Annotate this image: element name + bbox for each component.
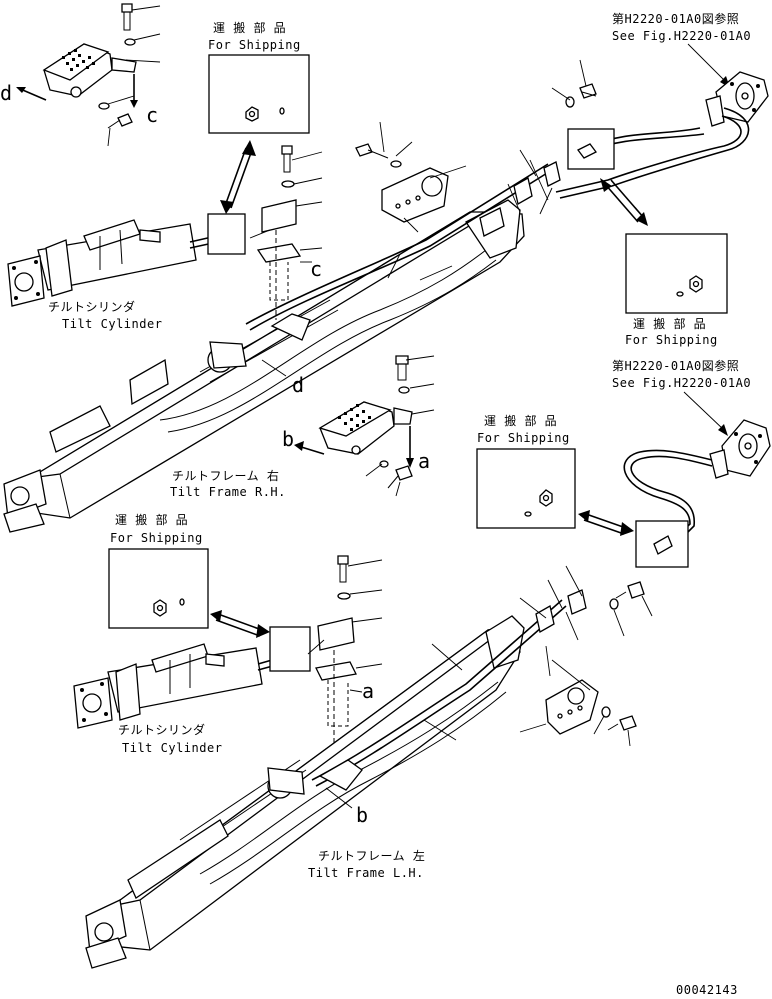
shipping-box-right: 運 搬 部 品 For Shipping <box>625 233 728 347</box>
ship-right-en: For Shipping <box>625 333 718 347</box>
tilt-cyl-top-jp: チルトシリンダ <box>48 299 136 314</box>
detail-letter-b-bot: b <box>356 803 368 827</box>
detail-letter-b-mid: b <box>282 427 294 451</box>
detail-letter-c-top: c <box>146 103 158 127</box>
tilt-frame-rh-en: Tilt Frame R.H. <box>170 485 286 499</box>
detail-letter-d-mid: d <box>292 373 304 397</box>
double-arrow-left <box>210 610 270 638</box>
clamp-bracket-top <box>355 59 597 233</box>
tilt-cyl-bot-en: Tilt Cylinder <box>122 741 222 755</box>
double-arrow-top <box>220 140 256 214</box>
shipping-box-frame <box>208 54 310 134</box>
hose-detail-box-cyl-bottom <box>269 626 311 672</box>
ref-top-jp: 第H2220-01A0図参照 <box>612 11 739 26</box>
ship-left-jp: 運 搬 部 品 <box>115 512 188 527</box>
washer-icon <box>279 107 285 115</box>
tilt-cyl-bot-jp: チルトシリンダ <box>118 722 206 737</box>
ref-mid-jp: 第H2220-01A0図参照 <box>612 358 739 373</box>
ref-top-en: See Fig.H2220-01A0 <box>612 29 751 43</box>
shipping-box-left: 運 搬 部 品 For Shipping <box>108 512 209 629</box>
detail-letter-a-mid: a <box>418 449 430 473</box>
shipping-box-top: 運 搬 部 品 For Shipping <box>208 20 310 134</box>
shipping-box-mid: 運 搬 部 品 For Shipping <box>476 413 576 529</box>
double-arrow-mid-right <box>578 510 634 536</box>
ship-mid-en: For Shipping <box>477 431 570 445</box>
tilt-frame-rh-jp: チルトフレーム 右 <box>172 468 279 483</box>
ship-left-en: For Shipping <box>110 531 203 545</box>
clamp-assembly-bottom: a <box>307 555 383 750</box>
tilt-frame-lh-jp: チルトフレーム 左 <box>318 848 425 863</box>
clamp-assembly-top: c <box>249 145 323 341</box>
step-pad-detail-mid: b a <box>282 355 435 497</box>
hose-detail-box-cyl-top <box>207 213 246 255</box>
hose-flange-top <box>555 43 769 199</box>
detail-letter-a-bot: a <box>362 679 374 703</box>
step-pad-detail-top: d c <box>0 3 161 147</box>
ship-right-jp: 運 搬 部 品 <box>633 316 706 331</box>
tilt-frame-lh: b チルトフレーム 左 Tilt Frame L.H. <box>85 565 587 969</box>
drawing-number: 00042143 <box>676 983 738 997</box>
clamp-bracket-bottom <box>519 581 653 747</box>
tilt-frame-rh: d チルトフレーム 右 Tilt Frame R.H. <box>3 149 561 533</box>
ref-mid-en: See Fig.H2220-01A0 <box>612 376 751 390</box>
tilt-cylinder-top: チルトシリンダ Tilt Cylinder <box>7 213 246 331</box>
ship-top-en: For Shipping <box>208 38 301 52</box>
tilt-frame-lh-en: Tilt Frame L.H. <box>308 866 424 880</box>
ship-mid-jp: 運 搬 部 品 <box>484 413 557 428</box>
tilt-cylinder-bottom: チルトシリンダ Tilt Cylinder <box>73 626 311 755</box>
ship-top-jp: 運 搬 部 品 <box>213 20 286 35</box>
detail-letter-d-top: d <box>0 81 12 105</box>
hose-flange-mid <box>623 391 771 568</box>
detail-letter-c-mid: c <box>310 257 322 281</box>
tilt-cyl-top-en: Tilt Cylinder <box>62 317 162 331</box>
double-arrow-right-top <box>600 178 648 226</box>
